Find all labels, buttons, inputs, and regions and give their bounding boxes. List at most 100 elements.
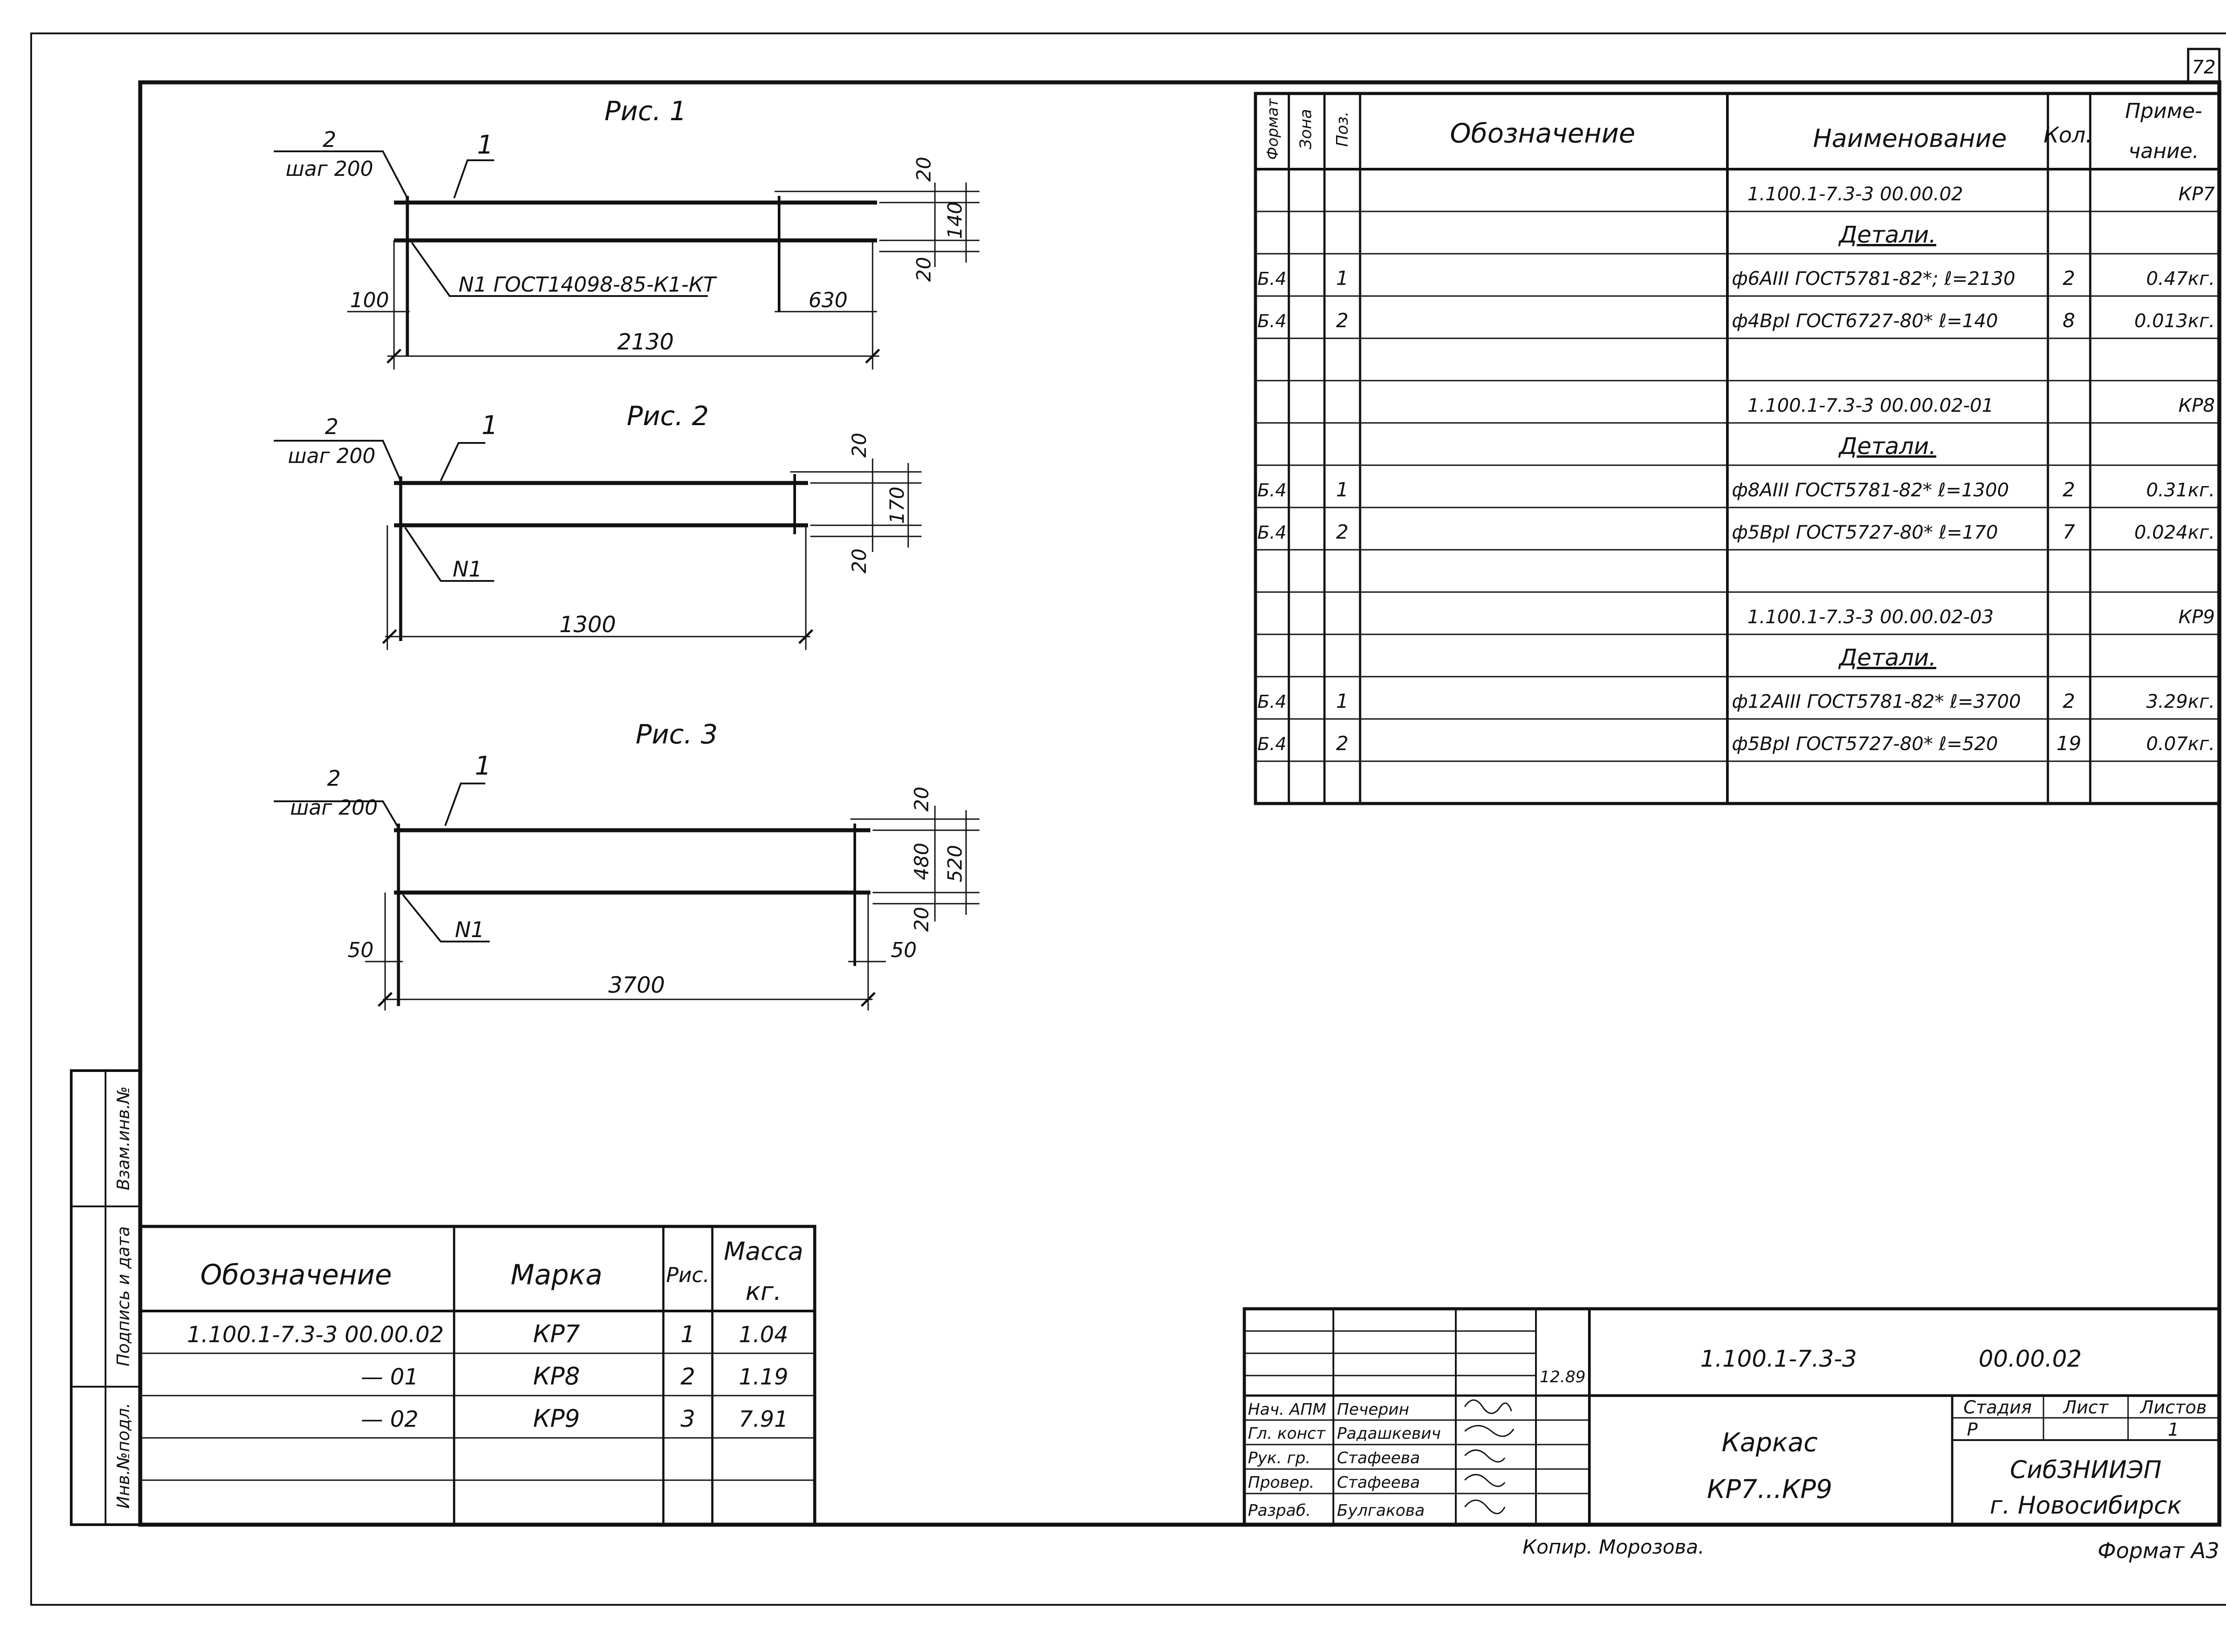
signatory-name: Стафеева <box>1337 1473 1420 1492</box>
svg-text:1: 1 <box>2168 1420 2179 1440</box>
spec-pos: 2 <box>1336 521 1349 544</box>
spec-qty: 2 <box>2063 479 2075 501</box>
figure-3: Рис. 3 2 шаг 200 1 N <box>274 719 979 1011</box>
mark-mark: КР9 <box>533 1404 580 1433</box>
svg-text:Марка: Марка <box>511 1258 602 1291</box>
spec-note: 3.29кг. <box>2146 690 2215 712</box>
spec-qty: 2 <box>2063 690 2075 713</box>
spec-pos: 2 <box>1336 309 1349 332</box>
spec-note: 0.47кг. <box>2146 268 2215 289</box>
spec-name: 1.100.1-7.3-3 00.00.02-03 <box>1747 606 1994 628</box>
stamp-vzam-inv: Взам.инв.№ <box>114 1086 133 1190</box>
svg-text:00.00.02: 00.00.02 <box>1978 1346 2082 1372</box>
spec-note: 0.024кг. <box>2134 521 2215 543</box>
spec-row: Детали. <box>1838 222 1936 248</box>
svg-text:20: 20 <box>848 548 871 573</box>
signatory-name: Радашкевич <box>1337 1425 1441 1443</box>
spec-name: 1.100.1-7.3-3 00.00.02 <box>1747 183 1963 205</box>
svg-text:1300: 1300 <box>559 612 616 637</box>
svg-text:20: 20 <box>910 787 933 812</box>
svg-text:Кол.: Кол. <box>2043 123 2092 148</box>
figure-1-title: Рис. 1 <box>605 96 686 127</box>
mark-mass: 7.91 <box>739 1406 788 1432</box>
stamp-inv-podl: Инв.№подл. <box>114 1403 133 1509</box>
spec-name: ф12АIII ГОСТ5781-82* ℓ=3700 <box>1732 690 2021 712</box>
svg-text:Каркас: Каркас <box>1722 1427 1818 1457</box>
svg-text:N1: N1 <box>453 557 482 582</box>
svg-text:Обозначение: Обозначение <box>1450 118 1635 149</box>
signatory-row: Провер. Стафеева <box>1248 1473 1420 1492</box>
signatory-role: Гл. конст <box>1248 1425 1326 1443</box>
signatory-name: Печерин <box>1337 1400 1409 1419</box>
svg-text:20: 20 <box>913 157 935 182</box>
svg-text:кг.: кг. <box>745 1277 781 1306</box>
mark-table: Обозначение Марка Рис. Масса кг. 1.100.1… <box>138 1225 816 1526</box>
mark-designation: — 01 <box>361 1364 418 1390</box>
spec-pos: 1 <box>1336 479 1349 501</box>
spec-qty: 7 <box>2063 521 2075 544</box>
svg-text:20: 20 <box>910 907 933 932</box>
svg-text:шаг 200: шаг 200 <box>288 444 376 468</box>
signatory-role: Провер. <box>1248 1473 1315 1492</box>
weld-note-1: N1 ГОСТ14098-85-К1-КТ <box>459 272 718 296</box>
spec-name: ф4ВрI ГОСТ6727-80* ℓ=140 <box>1732 310 1998 332</box>
mark-fig: 3 <box>680 1406 695 1433</box>
signatory-name: Булгакова <box>1337 1502 1425 1520</box>
title-block: 12.89 1.100.1-7.3-3 00.00.02 Каркас КР7.… <box>1243 1307 2221 1526</box>
signatory-row: Рук. гр.Стафеева <box>1248 1449 1420 1467</box>
spec-name: ф8АIII ГОСТ5781-82* ℓ=1300 <box>1732 479 2009 501</box>
spec-row: 1.100.1-7.3-3 00.00.02 КР7 <box>1747 183 2215 205</box>
spec-qty: 8 <box>2063 309 2075 332</box>
svg-text:Лист: Лист <box>2062 1397 2109 1418</box>
svg-text:480: 480 <box>910 843 933 880</box>
figure-1: Рис. 1 2 <box>274 96 979 369</box>
svg-text:2130: 2130 <box>617 329 674 355</box>
svg-text:50: 50 <box>891 938 917 962</box>
spec-note: 0.07кг. <box>2146 733 2215 755</box>
spec-format: Б.4 <box>1257 523 1287 543</box>
spec-note: 0.31кг. <box>2146 479 2215 501</box>
svg-text:140: 140 <box>944 202 967 239</box>
stamp-sign-date: Подпись и дата <box>114 1226 133 1367</box>
svg-text:Листов: Листов <box>2139 1397 2206 1418</box>
spec-note: КР9 <box>2178 606 2215 628</box>
spec-qty: 19 <box>2056 732 2081 755</box>
copied-by: Копир. Морозова. <box>1523 1536 1704 1559</box>
svg-text:20: 20 <box>913 257 935 282</box>
mark-fig: 2 <box>680 1364 695 1390</box>
format-label: Формат А3 <box>2098 1538 2219 1563</box>
svg-text:100: 100 <box>350 288 389 312</box>
figure-2-title: Рис. 2 <box>627 401 709 432</box>
spec-format: Б.4 <box>1257 734 1287 755</box>
spec-note: КР8 <box>2178 394 2215 416</box>
mark-mark: КР7 <box>533 1320 580 1348</box>
spec-row: Детали. <box>1838 645 1936 671</box>
signatory-row: Гл. конст Радашкевич <box>1248 1425 1441 1443</box>
spec-note: КР7 <box>2178 183 2215 205</box>
svg-text:г. Новосибирск: г. Новосибирск <box>1990 1491 2182 1519</box>
sheet-edge <box>30 32 2226 1606</box>
spec-row: Б.4 2 ф5ВрI ГОСТ5727-80* ℓ=170 7 0.024кг. <box>1257 521 2215 544</box>
figure-2: Рис. 2 2 шаг 200 1 N1 1300 20 20 <box>274 401 922 650</box>
spec-name: Детали. <box>1838 433 1936 460</box>
mark-designation: 1.100.1-7.3-3 00.00.02 <box>187 1322 444 1348</box>
spec-name: ф5ВрI ГОСТ5727-80* ℓ=170 <box>1732 521 1998 543</box>
svg-text:Стадия: Стадия <box>1963 1397 2031 1418</box>
sheet-number: 72 <box>2192 56 2215 78</box>
svg-text:Наименование: Наименование <box>1813 124 2007 153</box>
spec-pos: 1 <box>1336 267 1349 290</box>
svg-text:шаг 200: шаг 200 <box>286 157 374 181</box>
spec-row: Детали. <box>1838 433 1936 460</box>
svg-text:50: 50 <box>348 938 374 962</box>
signatory-role: Рук. гр. <box>1248 1449 1311 1467</box>
spec-qty: 2 <box>2063 267 2075 290</box>
